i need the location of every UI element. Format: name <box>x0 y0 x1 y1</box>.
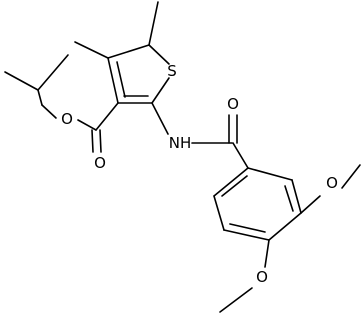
bond-amide-carbon-to-benzene <box>232 142 249 169</box>
bond-ether-oxygen-to-carbonyl-carbon <box>77 119 97 131</box>
bond-ring-c3-c4 <box>107 57 119 104</box>
bond-isopropyl-to-ether-oxygen <box>41 104 57 119</box>
bond-benzene-2-3 <box>291 179 302 214</box>
bond-benzene-to-methoxy-o-3 <box>300 195 321 214</box>
bond-isopropyl-methyl-right <box>37 54 69 91</box>
atom-label-ester-ether-oxygen: O <box>61 110 73 128</box>
bond-ester-carbonyl-double-b <box>99 129 102 153</box>
bond-methoxy-o-4-to-methyl <box>219 287 253 313</box>
bond-benzene-4-5-inner <box>229 223 266 233</box>
bond-benzene-to-methoxy-o-4 <box>264 239 270 268</box>
atom-label-methoxy-oxygen-3: O <box>326 174 338 192</box>
bond-ring-to-nh <box>151 102 169 135</box>
bond-c5-methyl <box>148 1 159 46</box>
atom-label-layer: S NH O O O O O <box>61 62 338 286</box>
bond-benzene-3-4 <box>268 212 302 241</box>
bond-layer <box>4 1 361 313</box>
bond-ester-carbon-to-ring <box>95 102 119 131</box>
bond-ring-c5-s <box>148 44 170 65</box>
atom-label-amide-carbonyl-oxygen: O <box>227 95 239 113</box>
bond-benzene-4-5 <box>223 229 270 241</box>
bond-ring-c4-c5 <box>107 44 150 59</box>
bond-ring-s-c2 <box>151 77 170 104</box>
bond-ester-carbonyl-double-a <box>91 129 94 153</box>
bond-c4-methyl <box>74 41 109 59</box>
atom-label-sulfur: S <box>167 62 177 80</box>
bond-isopropyl-ch-to-ch <box>37 89 43 106</box>
atom-label-methoxy-oxygen-4: O <box>256 268 268 286</box>
atom-label-nh: NH <box>169 134 192 152</box>
atom-label-ester-carbonyl-oxygen: O <box>94 154 106 172</box>
bond-methoxy-o-3-to-methyl <box>341 164 361 189</box>
bond-benzene-1-2 <box>247 167 293 181</box>
bond-benzene-2-3-inner <box>284 185 294 212</box>
bond-benzene-6-1-inner <box>221 175 248 197</box>
bond-benzene-6-1 <box>213 167 249 197</box>
bond-benzene-5-6 <box>213 195 225 231</box>
bond-ring-c3-c4-inner <box>116 61 126 98</box>
bond-isopropyl-methyl-left <box>4 71 39 91</box>
